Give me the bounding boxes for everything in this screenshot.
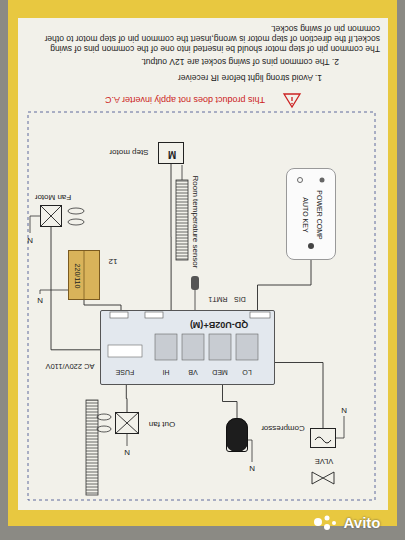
- fuse: [108, 345, 142, 357]
- neutral-wires: [30, 216, 344, 462]
- box-edge: [8, 0, 397, 526]
- socket-label: RMT1: [208, 295, 227, 303]
- watermark: Avito: [344, 514, 381, 531]
- socket-label: DIS: [234, 295, 246, 303]
- wire: [51, 227, 100, 350]
- relay-label: VB: [188, 368, 197, 376]
- valve: VLVE: [310, 428, 336, 448]
- wire: [223, 385, 238, 418]
- compressor-body: [226, 418, 248, 452]
- neutral-label: N: [124, 447, 130, 456]
- wire: [84, 300, 121, 310]
- swing-louver: [86, 400, 98, 495]
- board-body: [100, 310, 275, 385]
- transformer: 220/11012: [68, 250, 100, 300]
- node-text: QD-U02B+(M): [190, 320, 248, 330]
- node-text: M: [168, 148, 176, 160]
- node-heading: Fan Motor: [35, 192, 71, 201]
- warning-text: This product does not apply inverter A.C: [105, 95, 265, 105]
- transformer-winding: [84, 250, 85, 300]
- relays: [155, 334, 258, 360]
- display-panel-body: [286, 168, 336, 260]
- watermark-dots: [314, 516, 336, 531]
- node-heading: Compressor: [261, 423, 305, 432]
- louver-shaft: [182, 165, 183, 180]
- node-text: POWER COMP: [315, 190, 323, 239]
- node-text: 220/110: [73, 264, 81, 289]
- motor-cross: [40, 205, 139, 434]
- valve-wave: [315, 437, 331, 443]
- fuse-label: FUSE: [116, 368, 135, 376]
- neutral-label: N: [37, 295, 43, 304]
- compressor: Compressor: [226, 418, 248, 452]
- node-heading: Step motor: [109, 147, 148, 156]
- node-heading: 12: [109, 256, 118, 265]
- note-text: 1. Avoid strong light before IR receiver: [178, 72, 322, 82]
- relay-label: HI: [163, 368, 170, 376]
- wire: [171, 164, 172, 310]
- dashed-frame: [28, 112, 375, 500]
- neutral-label: N: [341, 405, 347, 414]
- note-text: 2. The common pins of swing socket are 1…: [141, 56, 339, 66]
- note-text: The common pin of step motor should be i…: [30, 23, 380, 52]
- node-text: AUTO KEY: [301, 197, 309, 232]
- supply-label: AC 220V/110V: [45, 362, 94, 371]
- neutral-label: N: [27, 235, 33, 244]
- swing-louver: [176, 180, 188, 260]
- neutral-label: N: [249, 463, 255, 472]
- step-motor: MStep motor: [158, 142, 184, 164]
- sensor-symbol: [191, 276, 199, 310]
- ir-receiver: [308, 243, 314, 249]
- relay-label: LO: [242, 368, 251, 376]
- card: [18, 18, 388, 510]
- transformer-core: [68, 250, 100, 300]
- display-led: [320, 178, 325, 183]
- node-heading: VLVE: [315, 457, 334, 466]
- warning-triangle: [284, 94, 300, 107]
- terminal-blocks: [110, 312, 270, 318]
- fan-blades: [68, 208, 111, 432]
- valve-symbol: [312, 472, 334, 484]
- relay-label: MED: [212, 368, 228, 376]
- wire: [258, 260, 312, 310]
- display-panel: POWER COMP AUTO KEY: [286, 168, 336, 260]
- wire: [126, 385, 128, 412]
- sensor-label: Room temperature sensor: [190, 176, 199, 269]
- node-heading: Out fan: [149, 419, 175, 428]
- display-led: [298, 178, 303, 183]
- fan-motor: Fan Motor: [40, 205, 62, 227]
- wire: [275, 363, 323, 429]
- out-fan: Out fan: [115, 412, 139, 434]
